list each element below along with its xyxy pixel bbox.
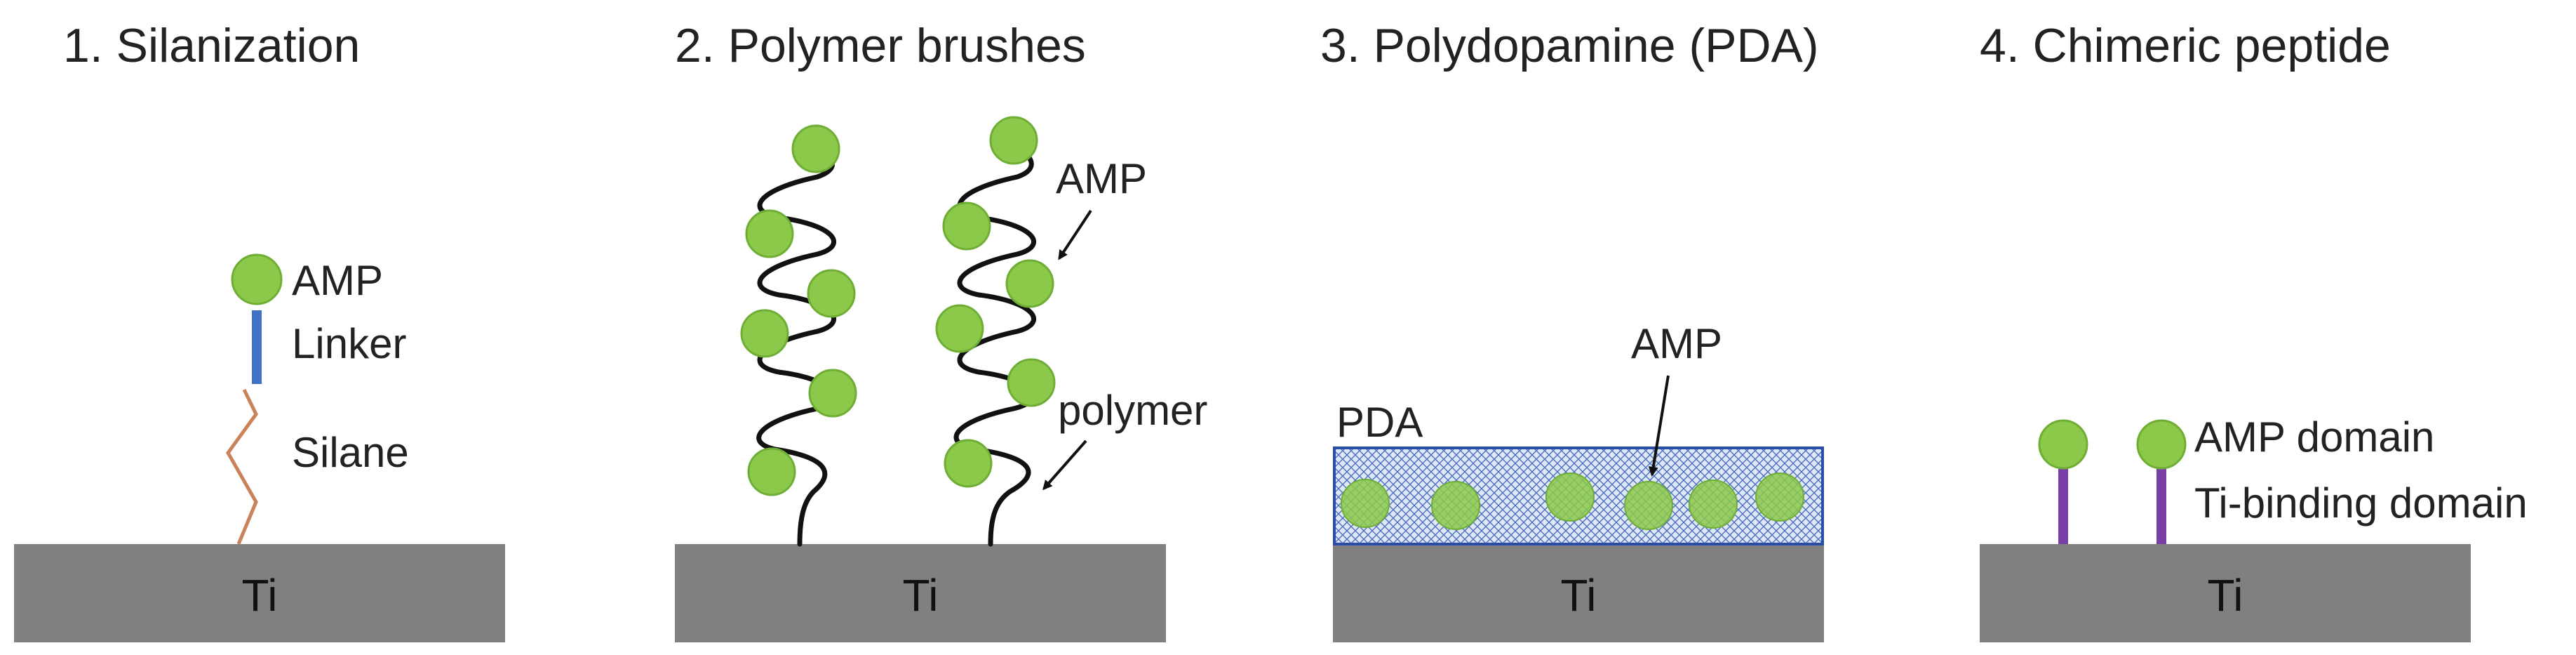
amp-molecule: [791, 124, 840, 173]
substrate-label: Ti: [903, 570, 939, 621]
titanium-substrate: [1333, 544, 1824, 642]
ti-binding-domain: [2156, 467, 2166, 544]
silane-chain: [226, 388, 258, 545]
amp-molecule: [944, 439, 993, 488]
amp-label: AMP: [292, 257, 383, 304]
panel-title: 1. Silanization: [63, 19, 360, 72]
amp-domain: [2136, 419, 2187, 470]
amp-molecule: [231, 253, 283, 305]
ti-binding-domain: [2058, 467, 2068, 544]
amp-domain: [2038, 419, 2088, 470]
amp-molecule: [1755, 472, 1804, 522]
titanium-substrate: [675, 544, 1166, 642]
amp-molecule: [807, 269, 856, 318]
amp-molecule: [808, 369, 857, 418]
substrate-label: Ti: [1561, 570, 1597, 621]
amp-molecule: [747, 447, 796, 496]
polymer-pointer-arrow: [1042, 439, 1087, 491]
silane-label: Silane: [292, 429, 409, 476]
amp-pointer-arrow: [1648, 375, 1670, 477]
substrate-label: Ti: [242, 570, 278, 621]
amp-pointer-arrow: [1058, 209, 1092, 260]
amp-molecule: [935, 304, 984, 353]
amp-molecule: [1545, 472, 1595, 522]
panel-polymer-brushes: 2. Polymer brushes Ti AMP polymer: [675, 19, 1207, 642]
panel-title: 3. Polydopamine (PDA): [1320, 19, 1819, 72]
linker-label: Linker: [292, 320, 406, 367]
amp-molecule: [1689, 479, 1738, 529]
amp-molecule: [989, 116, 1038, 165]
titanium-substrate: [14, 544, 505, 642]
amp-domain-label: AMP domain: [2194, 413, 2434, 461]
amp-molecule: [942, 201, 991, 251]
amp-molecule: [740, 309, 789, 358]
amp-molecule: [1005, 259, 1054, 308]
panel-title: 4. Chimeric peptide: [1980, 19, 2391, 72]
substrate-label: Ti: [2208, 570, 2243, 621]
amp-label: AMP: [1056, 155, 1147, 202]
amp-molecule: [1624, 481, 1673, 530]
pda-label: PDA: [1336, 399, 1423, 446]
panel-polydopamine: 3. Polydopamine (PDA) Ti PDA AMP: [1320, 19, 1824, 642]
panel-silanization: 1. Silanization Ti AMP Linker Silane: [14, 19, 505, 642]
amp-molecule: [1431, 481, 1480, 530]
titanium-substrate: [1980, 544, 2471, 642]
ti-binding-domain-label: Ti-binding domain: [2194, 479, 2528, 527]
amp-molecule: [1341, 479, 1390, 528]
amp-molecule: [1007, 358, 1056, 407]
panel-chimeric-peptide: 4. Chimeric peptide Ti AMP domain Ti-bin…: [1980, 19, 2528, 642]
amp-label: AMP: [1631, 320, 1722, 367]
polymer-label: polymer: [1058, 387, 1207, 434]
amp-molecule: [745, 209, 794, 258]
panel-title: 2. Polymer brushes: [675, 19, 1086, 72]
linker-bar: [252, 310, 262, 384]
